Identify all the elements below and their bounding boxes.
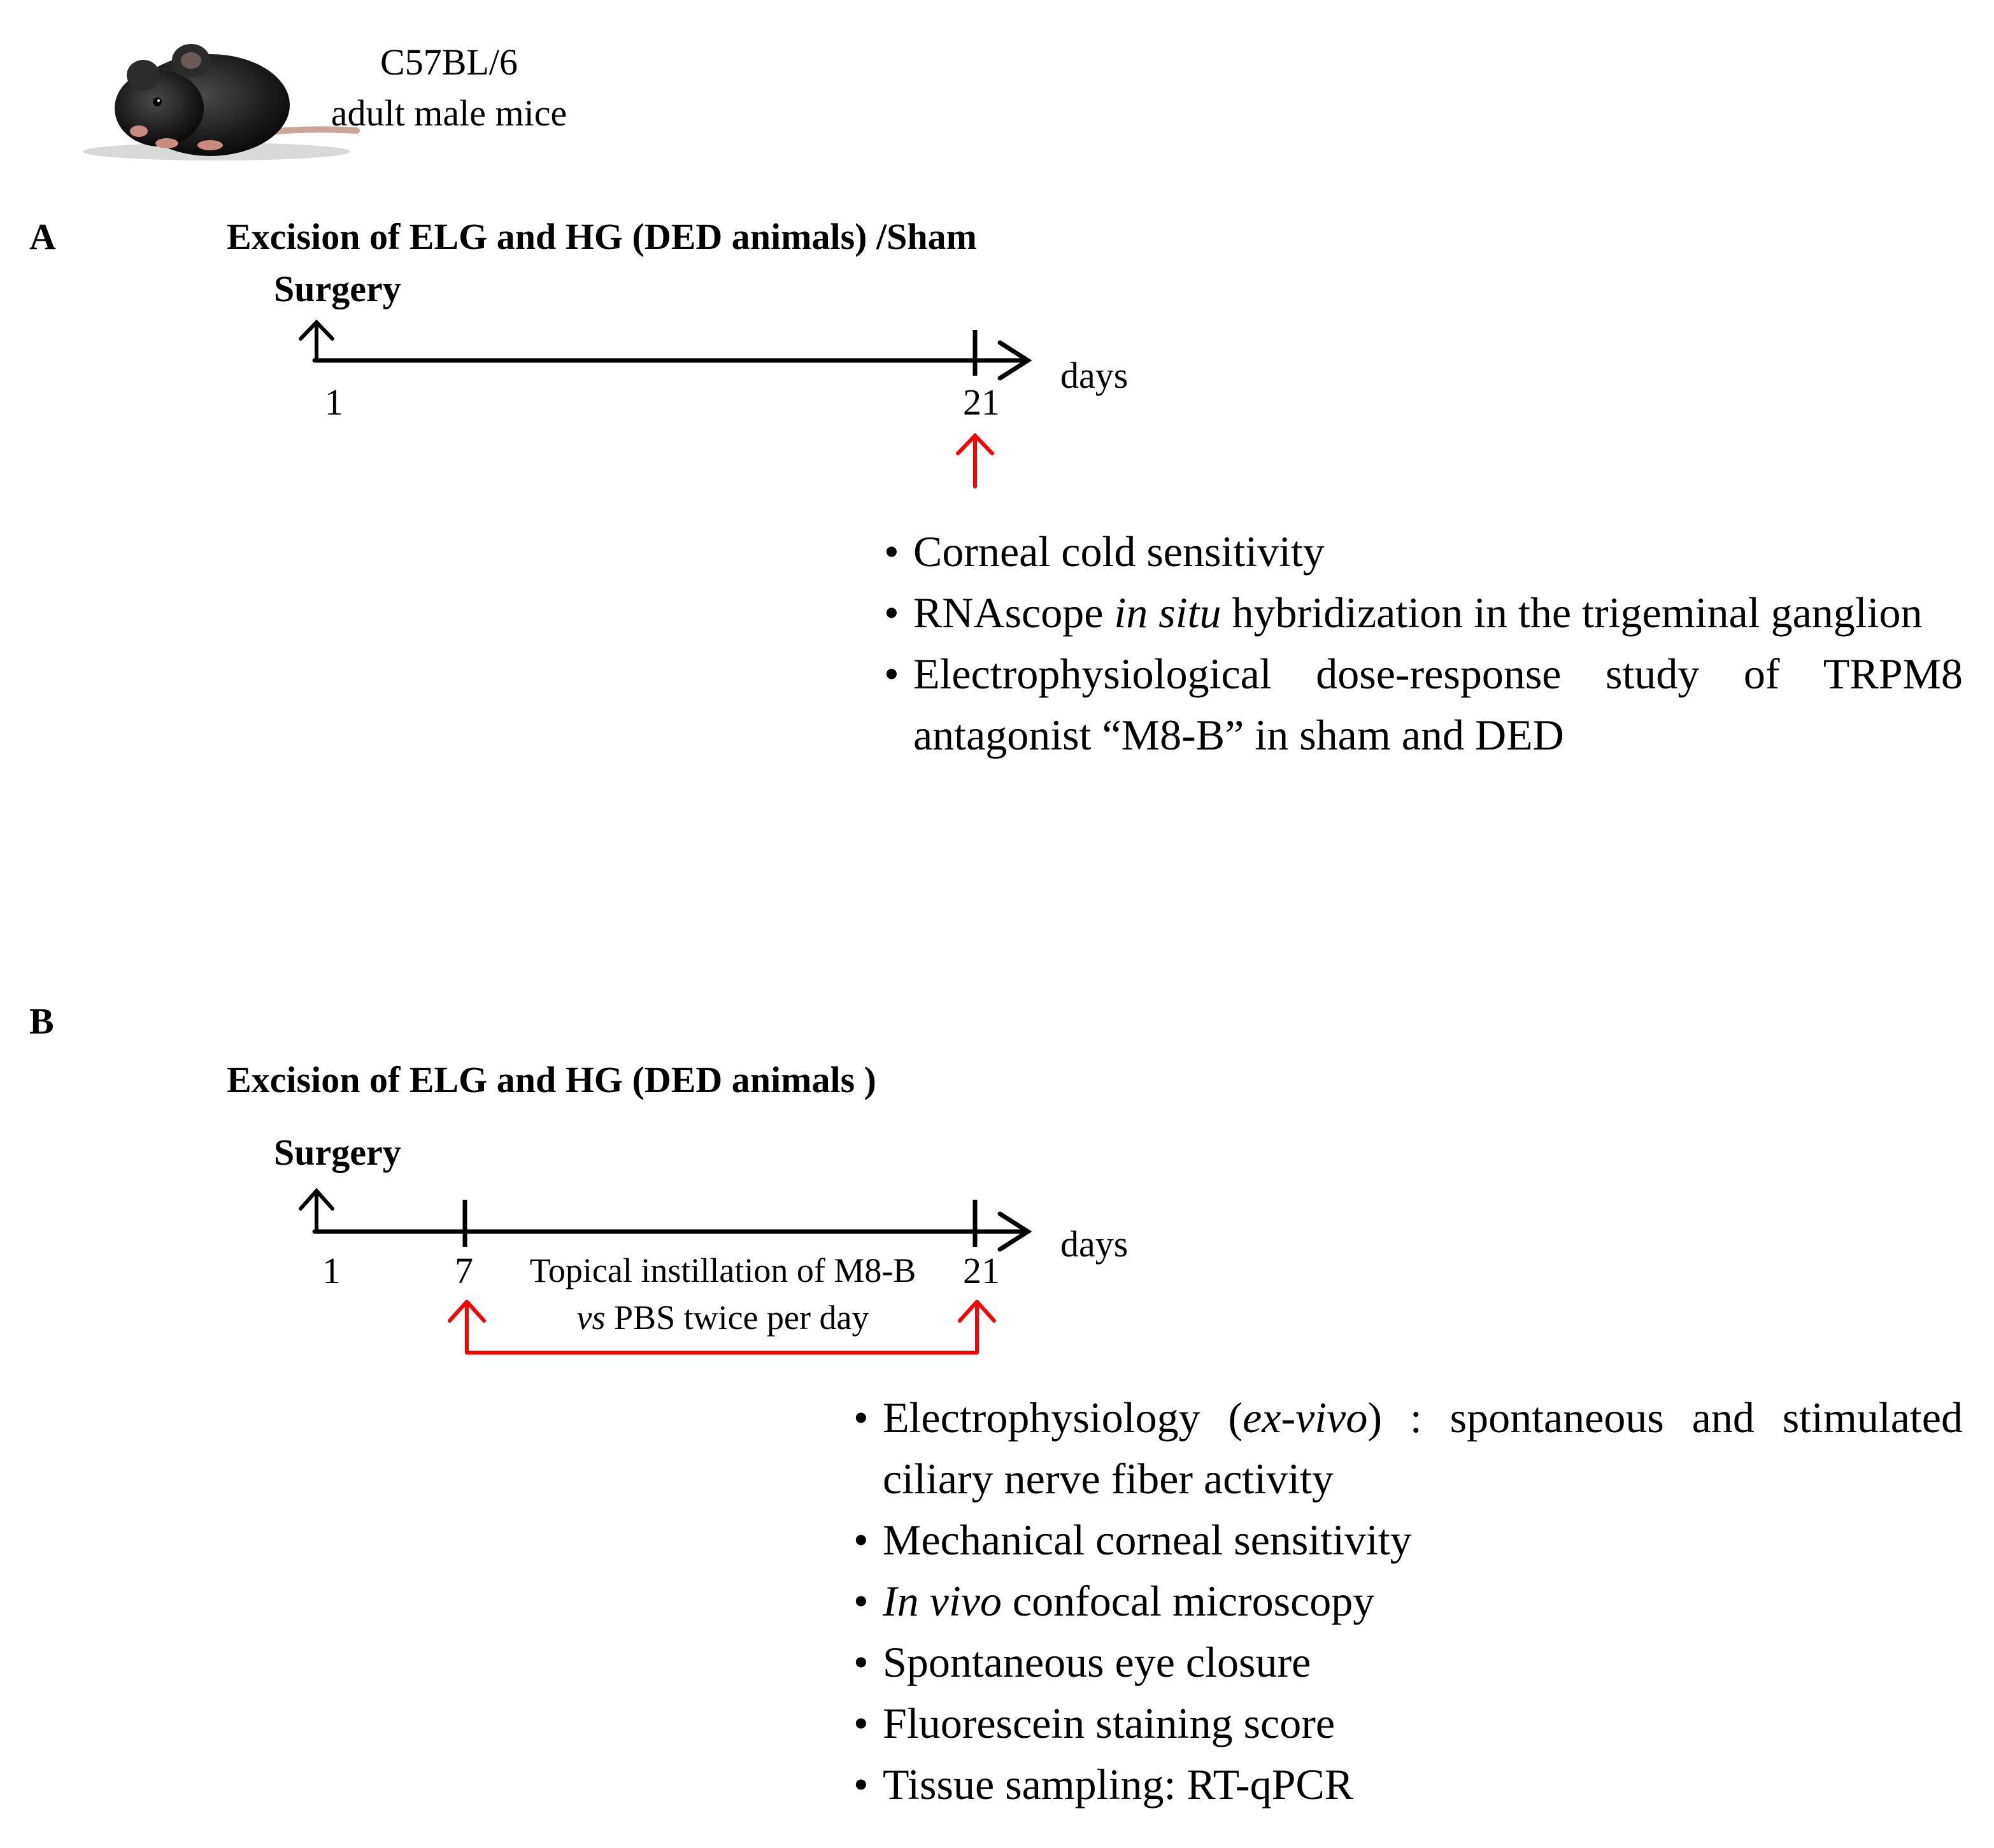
panel-b-outcome-item: • Spontaneous eye closure: [853, 1638, 1311, 1686]
treatment-line-2: vs PBS twice per day: [576, 1298, 869, 1337]
panel-b-procedure: Excision of ELG and HG (DED animals ): [227, 1059, 876, 1100]
cohort-label: adult male mice: [331, 92, 567, 134]
strain-label: C57BL/6: [380, 41, 518, 83]
panel-b-axis-unit: days: [1060, 1223, 1129, 1265]
panel-a-procedure: Excision of ELG and HG (DED animals) /Sh…: [227, 216, 977, 257]
panel-b-time-axis: [312, 1211, 1032, 1252]
panel-b-surgery-arrow: [299, 1188, 334, 1233]
panel-a-tick-label-21: 21: [963, 381, 1000, 423]
panel-a-day21-red-arrow: [956, 432, 994, 488]
panel-a-outcome-item: • Electrophysiological dose-response stu…: [884, 650, 1963, 759]
panel-a-outcome-list: • Corneal cold sensitivity • RNAscope in…: [884, 521, 1963, 765]
panel-b-outcome-list: • Electrophysiology (ex-vivo) : spontane…: [853, 1387, 1963, 1815]
panel-b-outcome-item: • Tissue sampling: RT-qPCR: [853, 1760, 1354, 1809]
panel-b-treatment-bracket: [448, 1300, 996, 1354]
panel-b-outcome-item: • Electrophysiology (ex-vivo) : spontane…: [853, 1393, 1963, 1503]
panel-b-outcome-item: • In vivo confocal microscopy: [853, 1577, 1375, 1625]
panel-b-tick-label-21: 21: [963, 1250, 1000, 1291]
panel-b-outcome-item: • Fluorescein staining score: [853, 1699, 1335, 1747]
treatment-line-1: Topical instillation of M8-B: [529, 1251, 916, 1290]
panel-b-tick-label-7: 7: [455, 1250, 473, 1291]
panel-a-axis-unit: days: [1060, 355, 1129, 396]
panel-a-surgery-arrow: [299, 319, 334, 362]
panel-b-tick-label-1: 1: [322, 1250, 341, 1291]
panel-a-label: A: [29, 216, 56, 257]
panel-b-treatment-note: Topical instillation of M8-B vs PBS twic…: [484, 1247, 962, 1341]
panel-b-label: B: [29, 1000, 54, 1042]
panel-b-surgery-label: Surgery: [274, 1132, 401, 1173]
panel-a-outcome-item: • Corneal cold sensitivity: [884, 527, 1325, 576]
panel-b-outcome-item: • Mechanical corneal sensitivity: [853, 1516, 1412, 1564]
panel-a-surgery-label: Surgery: [274, 268, 401, 309]
mouse-caption: C57BL/6 adult male mice: [299, 37, 599, 139]
panel-a-time-axis: [312, 340, 1032, 381]
panel-a-outcome-item: • RNAscope in situ hybridization in the …: [884, 588, 1923, 637]
panel-a-tick-label-1: 1: [325, 381, 343, 423]
